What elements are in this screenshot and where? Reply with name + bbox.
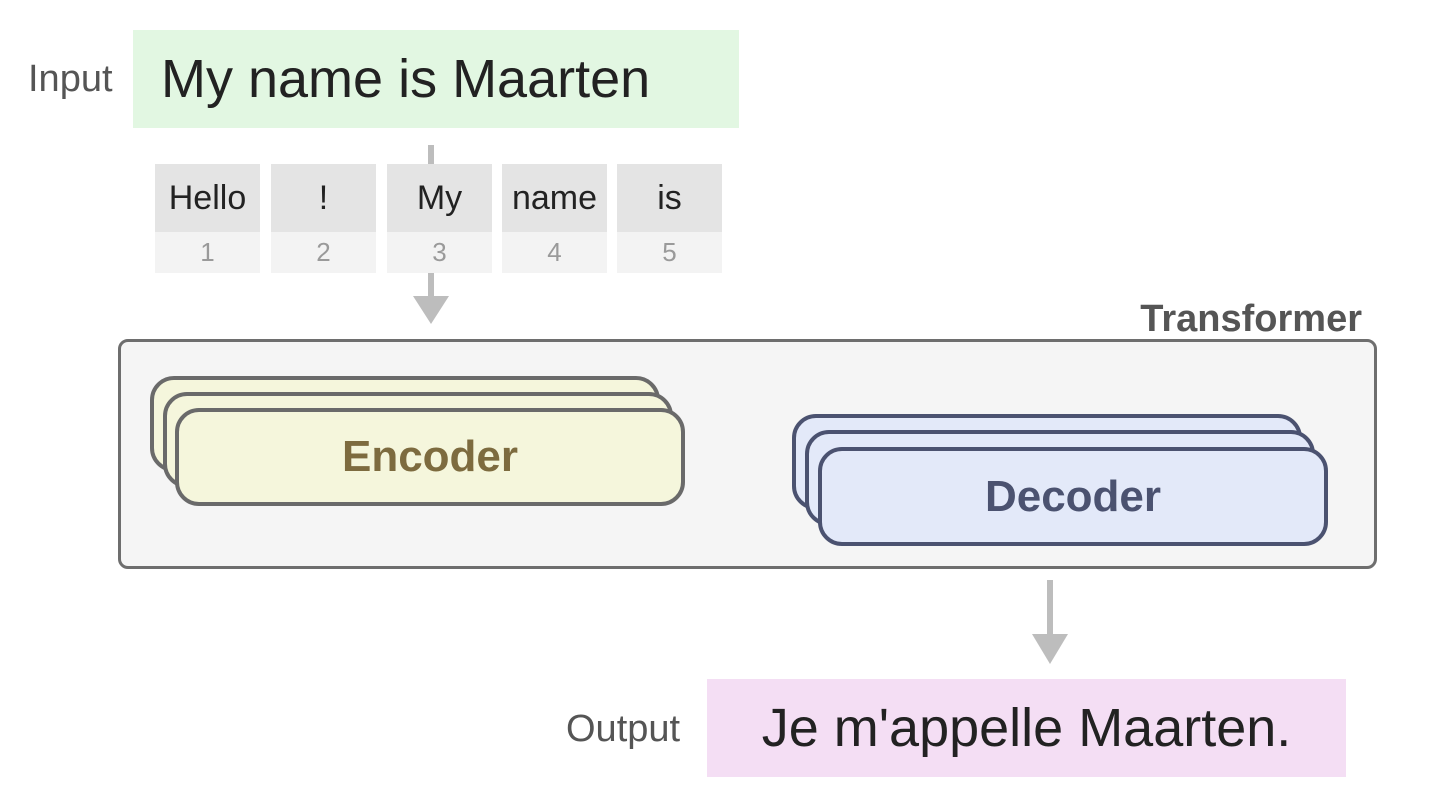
- encoder-block: Encoder: [175, 408, 685, 506]
- token-cell: is 5: [617, 164, 722, 273]
- token-cell: My 3: [387, 164, 492, 273]
- token-cell: ! 2: [271, 164, 376, 273]
- token-id: 2: [271, 232, 376, 273]
- input-label: Input: [28, 58, 113, 100]
- output-label: Output: [566, 708, 681, 750]
- token-word: Hello: [155, 164, 260, 232]
- token-word: My: [387, 164, 492, 232]
- token-id: 1: [155, 232, 260, 273]
- input-text-box: My name is Maarten: [133, 30, 739, 128]
- transformer-to-output-arrow: [1032, 580, 1068, 664]
- tokens-to-transformer-arrow: [413, 273, 449, 324]
- token-cell: Hello 1: [155, 164, 260, 273]
- token-id: 4: [502, 232, 607, 273]
- token-id: 5: [617, 232, 722, 273]
- token-id: 3: [387, 232, 492, 273]
- transformer-title: Transformer: [1140, 298, 1362, 340]
- token-cell: name 4: [502, 164, 607, 273]
- decoder-block: Decoder: [818, 447, 1328, 546]
- token-word: name: [502, 164, 607, 232]
- token-word: is: [617, 164, 722, 232]
- token-word: !: [271, 164, 376, 232]
- output-text-box: Je m'appelle Maarten.: [707, 679, 1346, 777]
